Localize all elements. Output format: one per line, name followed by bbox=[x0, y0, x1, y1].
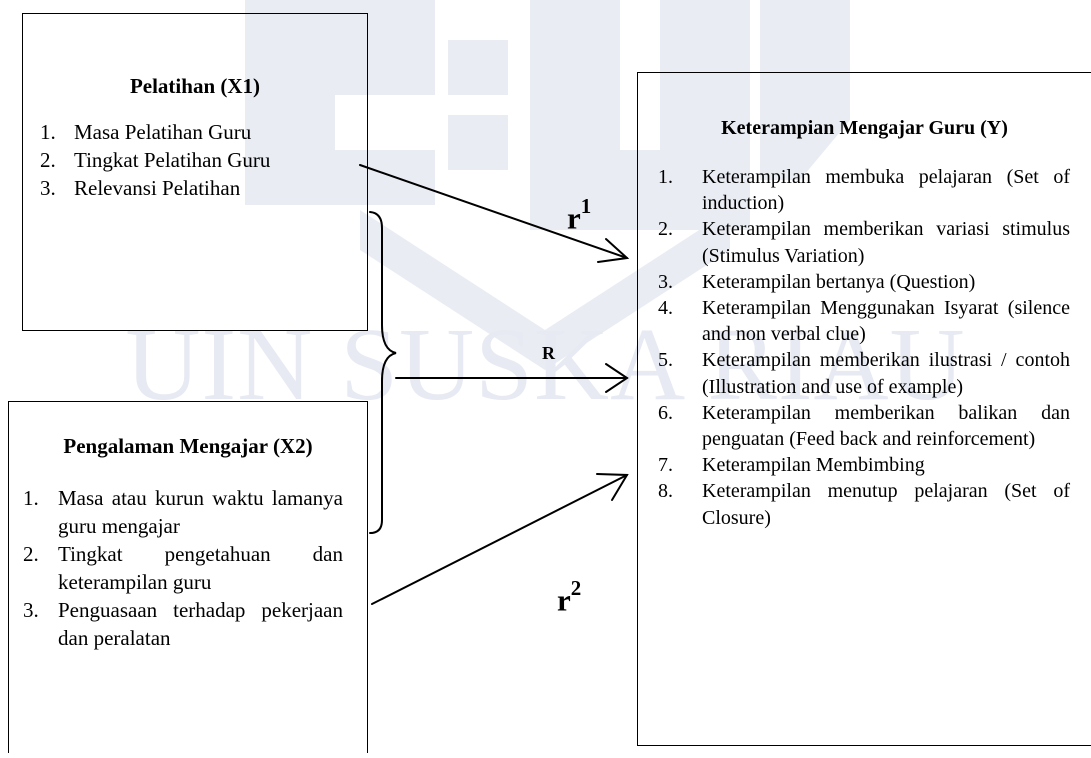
arrow-r1-head bbox=[597, 238, 630, 263]
box-x2-list: 1.Masa atau kurun waktu lamanya guru men… bbox=[23, 484, 343, 652]
list-item: 5.Keterampilan memberikan ilustrasi / co… bbox=[658, 349, 1070, 398]
arrow-R-head bbox=[605, 363, 629, 393]
box-x2-title: Pengalaman Mengajar (X2) bbox=[63, 434, 313, 458]
label-r2: r2 bbox=[557, 576, 582, 618]
list-item: 2.Keterampilan memberikan variasi stimul… bbox=[658, 218, 1070, 267]
list-item: 3.Keterampilan bertanya (Question) bbox=[658, 270, 976, 293]
label-r1: r1 bbox=[567, 194, 592, 236]
list-item: 3.Penguasaan terhadap pekerjaan dan pera… bbox=[23, 598, 343, 650]
arrow-r2-line bbox=[371, 474, 628, 605]
list-item: 2.Tingkat Pelatihan Guru bbox=[40, 148, 271, 172]
arrow-r1-line bbox=[359, 164, 628, 259]
arrow-r2-head bbox=[596, 473, 629, 501]
box-x1-list: 1.Masa Pelatihan Guru 2.Tingkat Pelatiha… bbox=[40, 118, 359, 202]
list-item: 6.Keterampilan memberikan balikan dan pe… bbox=[658, 401, 1070, 451]
box-y-title: Keterampian Mengajar Guru (Y) bbox=[721, 117, 1008, 139]
list-item: 4.Keterampilan Menggunakan Isyarat (sile… bbox=[658, 297, 1070, 346]
list-item: 1.Keterampilan membuka pelajaran (Set of… bbox=[658, 166, 1070, 215]
box-x1-title: Pelatihan (X1) bbox=[129, 74, 261, 98]
label-R: R bbox=[542, 343, 555, 363]
box-keterampilan-y: Keterampian Mengajar Guru (Y) 1.Keteramp… bbox=[637, 72, 1091, 746]
curly-bracket bbox=[369, 211, 397, 534]
list-item: 1.Masa atau kurun waktu lamanya guru men… bbox=[23, 486, 343, 538]
list-item: 1.Masa Pelatihan Guru bbox=[40, 120, 252, 144]
box-y-list: 1.Keterampilan membuka pelajaran (Set of… bbox=[658, 164, 1070, 531]
list-item: 8.Keterampilan menutup pelajaran (Set of… bbox=[658, 480, 1070, 529]
list-item: 3.Relevansi Pelatihan bbox=[40, 176, 241, 200]
box-pelatihan-x1: Pelatihan (X1) 1.Masa Pelatihan Guru 2.T… bbox=[22, 13, 368, 331]
box-pengalaman-x2: Pengalaman Mengajar (X2) 1.Masa atau kur… bbox=[8, 401, 368, 753]
watermark-text: UIN SUSKA RIAU bbox=[125, 307, 966, 422]
list-item: 2.Tingkat pengetahuan dan keterampilan g… bbox=[23, 542, 343, 594]
list-item: 7.Keterampilan Membimbing bbox=[658, 454, 925, 477]
